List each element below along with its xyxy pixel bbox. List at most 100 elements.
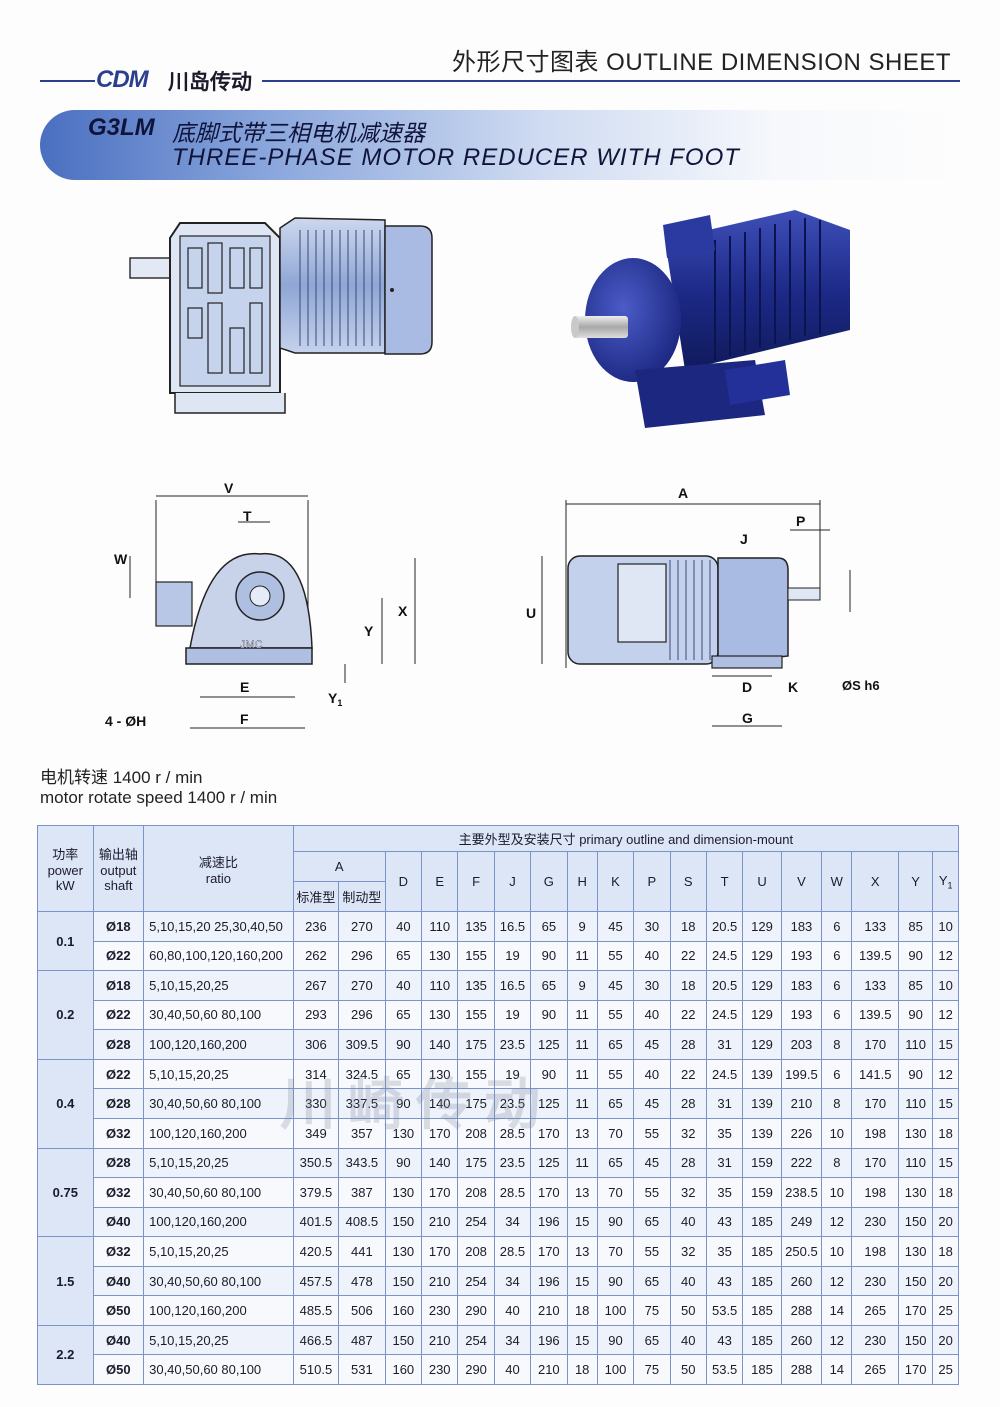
- header-col: V: [780, 851, 823, 912]
- dimension-cell: 18: [669, 970, 707, 1001]
- dimension-cell: 70: [596, 1177, 635, 1208]
- dimension-cell: 6: [821, 1058, 853, 1090]
- dimension-cell: 226: [780, 1117, 823, 1149]
- dimension-cell: 90: [384, 1029, 423, 1060]
- dimension-cell: 314: [292, 1058, 340, 1090]
- dimension-cell: 34: [493, 1265, 532, 1297]
- dimension-cell: 24.5: [705, 1058, 744, 1090]
- dimension-cell: 45: [633, 1147, 671, 1179]
- ratio-cell: 5,10,15,20,25: [143, 1324, 294, 1356]
- dimension-cell: 8: [821, 1088, 853, 1119]
- dimension-cell: 19: [493, 1058, 532, 1090]
- dimension-cell: 10: [932, 911, 959, 942]
- dimension-cell: 9: [566, 911, 598, 942]
- dimension-cell: 130: [421, 999, 459, 1031]
- shaft-cell: Ø32: [92, 1236, 145, 1267]
- dimension-cell: 65: [633, 1265, 671, 1297]
- dimension-cell: 22: [669, 940, 707, 972]
- dimension-cell: 125: [530, 1088, 568, 1119]
- dimension-cell: 185: [742, 1236, 782, 1267]
- dimension-cell: 510.5: [292, 1354, 340, 1385]
- dimension-cell: 110: [897, 1147, 934, 1179]
- dimension-cell: 260: [780, 1265, 823, 1297]
- dimension-cell: 40: [669, 1206, 707, 1238]
- dimension-cell: 43: [705, 1324, 744, 1356]
- dimension-cell: 75: [633, 1354, 671, 1385]
- front-view-dimension-drawing: A J P U ØS h6 D K G: [526, 485, 880, 727]
- dimension-cell: 193: [780, 999, 823, 1031]
- dimension-cell: 185: [742, 1354, 782, 1385]
- dimension-cell: 130: [897, 1117, 934, 1149]
- dimension-cell: 11: [566, 1088, 598, 1119]
- header-rule-left: [40, 80, 95, 82]
- dimension-cell: 15: [932, 1088, 959, 1119]
- dimension-cell: 139.5: [851, 940, 899, 972]
- product-render: [571, 210, 850, 428]
- dim-P: P: [796, 513, 805, 529]
- dimension-cell: 35: [705, 1236, 744, 1267]
- dimension-cell: 485.5: [292, 1295, 340, 1326]
- dimension-cell: 175: [457, 1088, 495, 1119]
- dimension-cell: 23.5: [493, 1029, 532, 1060]
- header-col: G: [530, 851, 568, 912]
- dimension-cell: 65: [596, 1147, 635, 1179]
- model-code: G3LM: [88, 114, 155, 141]
- dim-V: V: [224, 480, 234, 496]
- dim-A: A: [678, 485, 688, 501]
- dimension-cell: 262: [292, 940, 340, 972]
- dimension-cell: 183: [780, 911, 823, 942]
- dimension-cell: 15: [566, 1265, 598, 1297]
- side-view-dimension-drawing: JMC V T W X Y E F 4 - ØH Y1: [105, 480, 416, 729]
- dimension-cell: 12: [821, 1206, 853, 1238]
- dimension-cell: 230: [851, 1206, 899, 1238]
- dimension-cell: 196: [530, 1324, 568, 1356]
- dimension-cell: 14: [821, 1295, 853, 1326]
- dimension-cell: 288: [780, 1354, 823, 1385]
- dimension-cell: 35: [705, 1177, 744, 1208]
- dimension-cell: 31: [705, 1029, 744, 1060]
- dimension-cell: 12: [932, 999, 959, 1031]
- ratio-cell: 5,10,15,20 25,30,40,50: [143, 911, 294, 942]
- dimension-cell: 110: [897, 1088, 934, 1119]
- dimension-cell: 175: [457, 1029, 495, 1060]
- power-cell: 0.1: [37, 910, 94, 972]
- shaft-cell: Ø32: [92, 1177, 145, 1208]
- dimension-cell: 15: [932, 1029, 959, 1060]
- dimension-cell: 65: [596, 1029, 635, 1060]
- dimension-cell: 441: [338, 1236, 386, 1267]
- dimension-cell: 90: [596, 1265, 635, 1297]
- dimension-cell: 183: [780, 970, 823, 1001]
- header-col: F: [457, 851, 495, 912]
- dimension-cell: 28: [669, 1029, 707, 1060]
- dimension-cell: 139: [742, 1058, 782, 1090]
- header-Y1: Y1: [932, 851, 959, 912]
- dimension-cell: 100: [596, 1295, 635, 1326]
- dimension-cell: 40: [633, 940, 671, 972]
- ratio-cell: 100,120,160,200: [143, 1029, 294, 1060]
- dimension-cell: 330: [292, 1088, 340, 1119]
- dimension-cell: 35: [705, 1117, 744, 1149]
- dimension-cell: 75: [633, 1295, 671, 1326]
- dimension-cell: 150: [897, 1206, 934, 1238]
- power-cell: 0.4: [37, 1058, 94, 1149]
- header-ratio: 减速比 ratio: [143, 825, 294, 912]
- shaft-cell: Ø28: [92, 1088, 145, 1119]
- dimension-cell: 6: [821, 970, 853, 1001]
- dimension-cell: 28: [669, 1088, 707, 1119]
- dimension-cell: 6: [821, 940, 853, 972]
- dimension-cell: 6: [821, 911, 853, 942]
- dimension-cell: 159: [742, 1177, 782, 1208]
- dimension-cell: 196: [530, 1206, 568, 1238]
- dimension-cell: 40: [493, 1295, 532, 1326]
- dimension-cell: 208: [457, 1177, 495, 1208]
- dimension-cell: 16.5: [493, 911, 532, 942]
- dimension-cell: 296: [338, 999, 386, 1031]
- dimension-cell: 28.5: [493, 1236, 532, 1267]
- dimension-cell: 150: [384, 1265, 423, 1297]
- dimension-cell: 150: [897, 1324, 934, 1356]
- header-A-brake: 制动型: [338, 881, 386, 912]
